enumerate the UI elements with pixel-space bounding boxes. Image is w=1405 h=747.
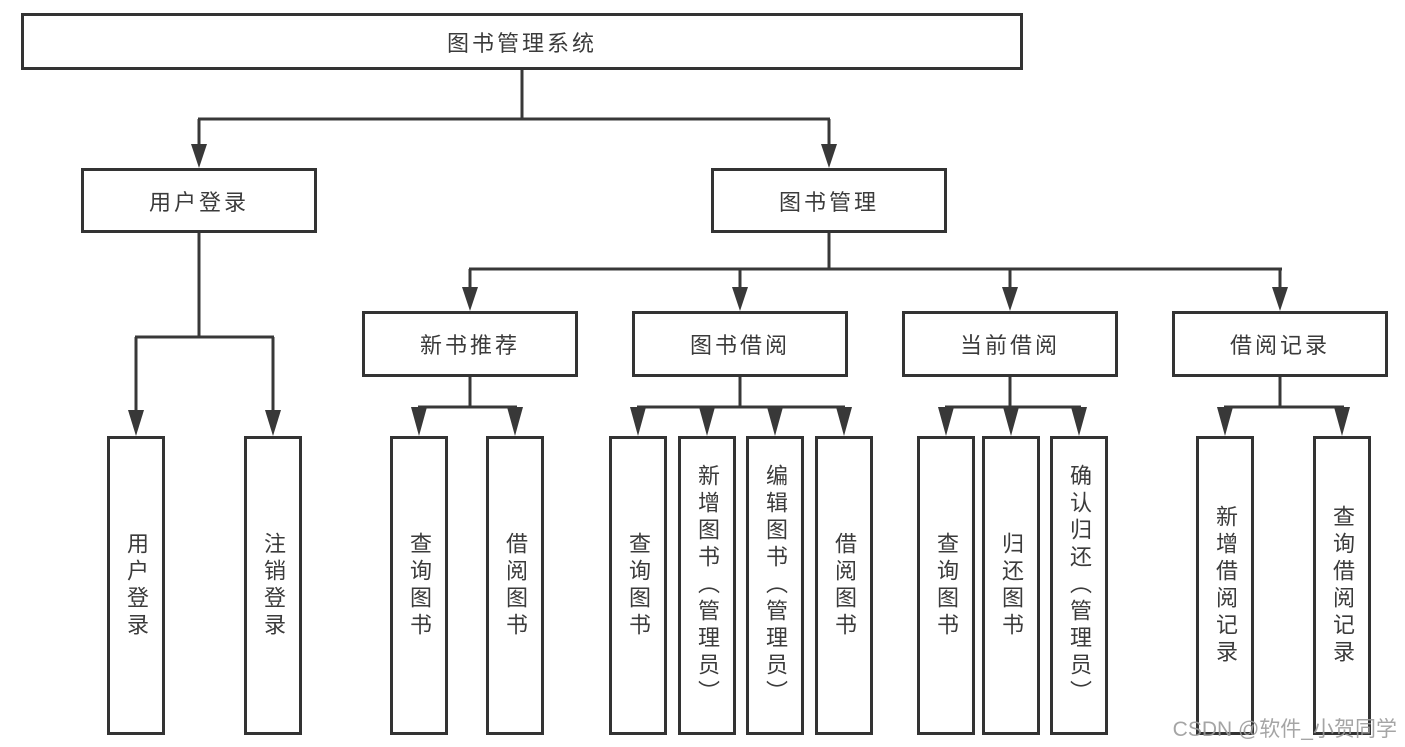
arrowhead-query-books-2 (630, 407, 646, 436)
arrowhead-borrow-books-1 (507, 407, 523, 436)
leaf-label: 注销登录 (261, 531, 286, 640)
arrowhead-new-book-recommend (462, 287, 478, 311)
arrowhead-add-book-admin (699, 407, 715, 436)
branch-book-management (468, 233, 1282, 289)
node-new-book-recommend: 新书推荐 (362, 311, 578, 377)
watermark-csdn: CSDN @软件_小贺同学 (1172, 718, 1397, 741)
node-borrowing-records: 借阅记录 (1172, 311, 1388, 377)
arrowhead-book-management (821, 144, 837, 168)
branch-new-book-recommend (418, 377, 517, 409)
arrowhead-return-books (1003, 407, 1019, 436)
arrowhead-edit-book-admin (767, 407, 783, 436)
leaf-label: 查询图书 (934, 531, 959, 640)
arrowhead-borrowing-records (1272, 287, 1288, 311)
leaf-add-borrow-record: 新增借阅记录 (1196, 436, 1254, 735)
branch-borrowing-records (1224, 377, 1344, 409)
arrowhead-current-borrowing (1002, 287, 1018, 311)
arrowhead-user-login (191, 144, 207, 168)
leaf-borrow-books-1: 借阅图书 (486, 436, 544, 735)
node-label: 借阅记录 (1229, 333, 1330, 358)
branch-user-login (134, 233, 275, 412)
leaf-edit-book-admin: 编辑图书（管理员） (746, 436, 804, 735)
leaf-query-books-1: 查询图书 (390, 436, 448, 735)
arrowhead-leaf-logout (265, 410, 281, 436)
arrowhead-query-books-3 (938, 407, 954, 436)
leaf-label: 归还图书 (999, 531, 1024, 640)
arrowhead-book-borrowing (732, 287, 748, 311)
node-library-management-system: 图书管理系统 (21, 13, 1023, 70)
leaf-label: 编辑图书（管理员） (763, 464, 788, 707)
leaf-return-books: 归还图书 (982, 436, 1040, 735)
branch-current-borrowing (945, 377, 1081, 409)
node-user-login: 用户登录 (81, 168, 317, 233)
leaf-label: 用户登录 (124, 531, 149, 640)
leaf-label: 确认归还（管理员） (1067, 464, 1092, 707)
arrowhead-borrow-books-2 (836, 407, 852, 436)
node-current-borrowing: 当前借阅 (902, 311, 1118, 377)
leaf-label: 查询图书 (626, 531, 651, 640)
leaf-label: 新增图书（管理员） (695, 464, 720, 707)
leaf-label: 查询图书 (407, 531, 432, 640)
arrowhead-leaf-user-login (128, 410, 144, 436)
node-book-management: 图书管理 (711, 168, 947, 233)
leaf-borrow-books-2: 借阅图书 (815, 436, 873, 735)
node-label: 用户登录 (148, 189, 249, 215)
node-book-borrowing: 图书借阅 (632, 311, 848, 377)
leaf-user-login: 用户登录 (107, 436, 165, 735)
leaf-query-books-3: 查询图书 (917, 436, 975, 735)
leaf-confirm-return-admin: 确认归还（管理员） (1050, 436, 1108, 735)
leaf-query-books-2: 查询图书 (609, 436, 667, 735)
branch-book-borrowing (637, 377, 845, 409)
node-label: 图书管理系统 (446, 30, 597, 56)
leaf-label: 查询借阅记录 (1330, 504, 1355, 667)
arrowhead-add-borrow-record (1217, 407, 1233, 436)
arrowhead-query-borrow-record (1334, 407, 1350, 436)
leaf-query-borrow-record: 查询借阅记录 (1313, 436, 1371, 735)
leaf-label: 借阅图书 (503, 531, 528, 640)
branch-root (197, 69, 831, 146)
leaf-label: 借阅图书 (832, 531, 857, 640)
leaf-add-book-admin: 新增图书（管理员） (678, 436, 736, 735)
leaf-logout: 注销登录 (244, 436, 302, 735)
leaf-label: 新增借阅记录 (1213, 504, 1238, 667)
node-label: 图书借阅 (689, 333, 790, 358)
node-label: 新书推荐 (419, 333, 520, 358)
arrowhead-confirm-return-admin (1071, 407, 1087, 436)
node-label: 当前借阅 (959, 333, 1060, 358)
node-label: 图书管理 (778, 189, 879, 215)
arrowhead-query-books-1 (411, 407, 427, 436)
